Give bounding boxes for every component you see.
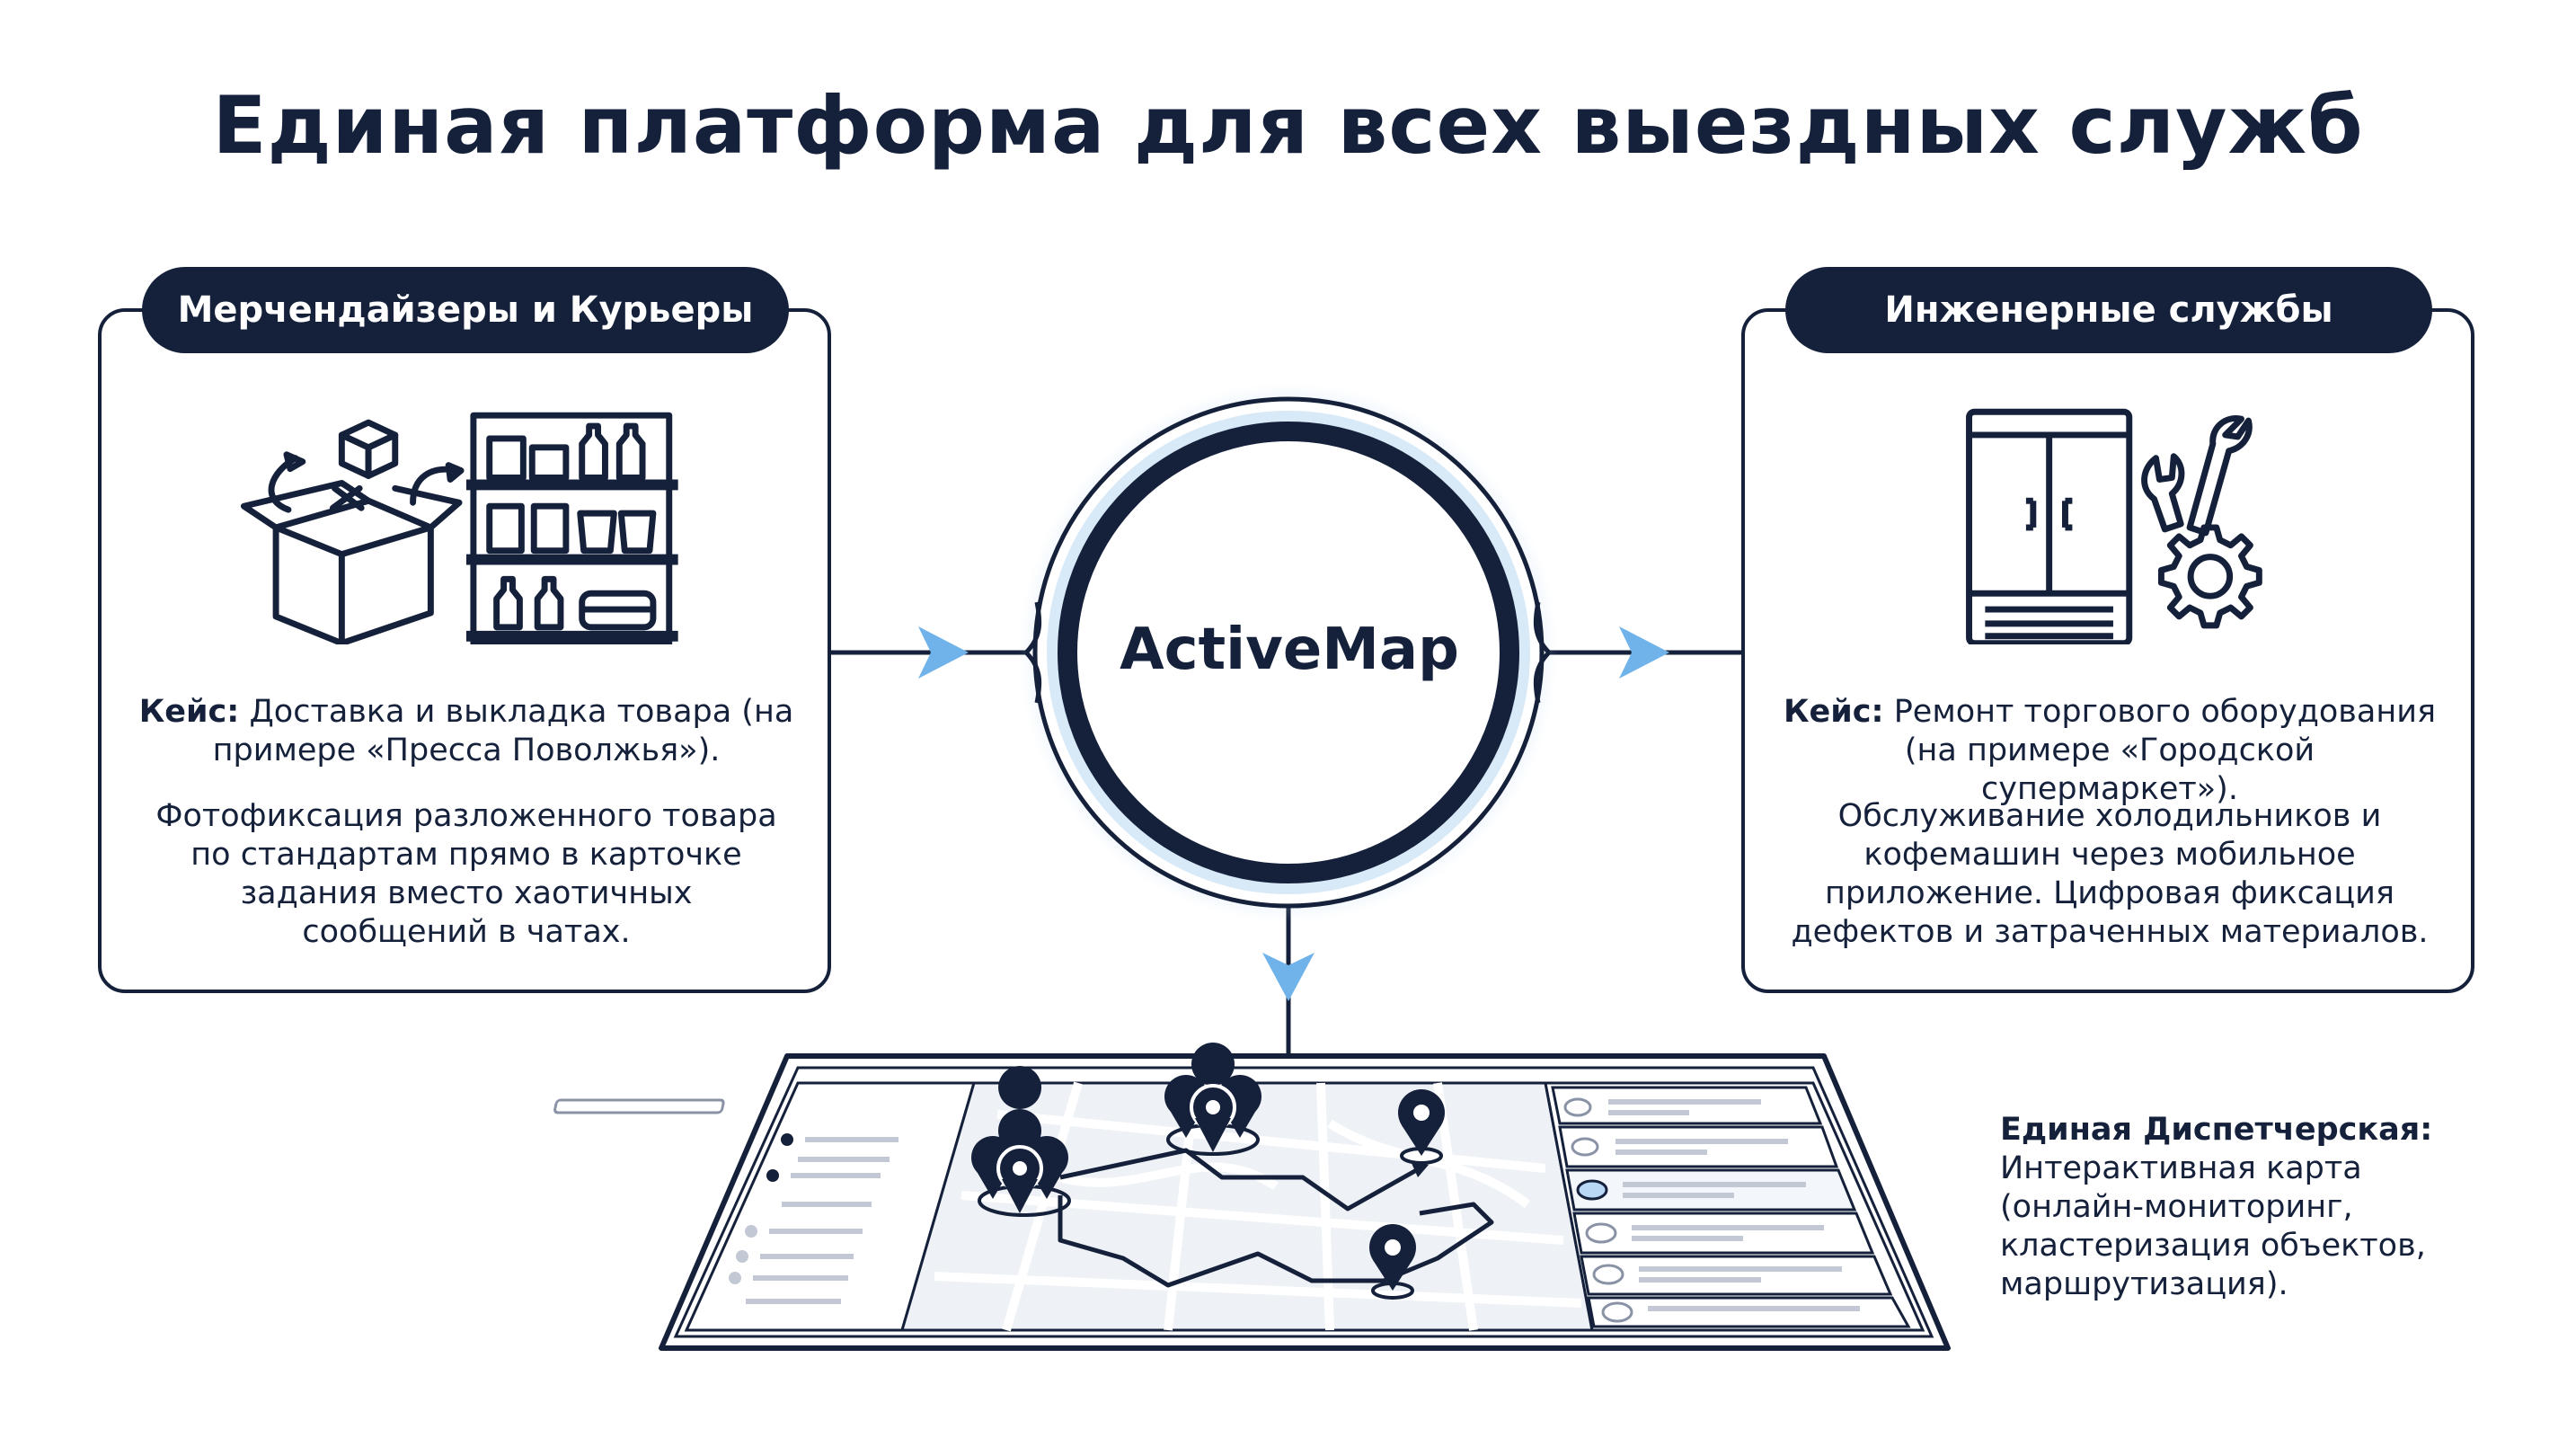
wrench-icon xyxy=(2141,415,2253,537)
dispatch-title: Единая Диспетчерская: xyxy=(2000,1112,2433,1148)
store-shelf-icon xyxy=(465,412,678,644)
gear-icon xyxy=(2157,524,2262,629)
card-header: Мерчендайзеры и Курьеры xyxy=(142,267,789,353)
refrigerator-icon xyxy=(1966,408,2133,644)
card-merchandisers: Мерчендайзеры и Курьеры xyxy=(98,267,831,993)
dispatch-caption: Единая Диспетчерская: Интерактивная карт… xyxy=(2000,1111,2503,1304)
card-header: Инженерные службы xyxy=(1785,267,2432,353)
map-tablet-icon xyxy=(553,1043,1951,1351)
arrow-down-icon xyxy=(1262,953,1315,1001)
open-box-icon xyxy=(240,419,465,644)
card-engineering: Инженерные службы Кейс: Ремонт торгового… xyxy=(1741,267,2474,993)
case-description: Фотофиксация разложенного товара по стан… xyxy=(155,798,777,950)
card-icons xyxy=(240,412,678,644)
arrow-right-icon xyxy=(918,626,969,679)
page-title: Единая платформа для всех выездных служб xyxy=(212,79,2364,172)
hub-label: ActiveMap xyxy=(1120,617,1459,683)
card-icons xyxy=(1966,408,2262,644)
case-text: Кейс: Доставка и выкладка товара (на при… xyxy=(138,694,794,768)
arrow-right-icon xyxy=(1619,626,1669,679)
dispatch-text: Интерактивная карта (онлайн-мониторинг, … xyxy=(2000,1150,2426,1302)
case-text: Кейс: Ремонт торгового оборудования (на … xyxy=(1783,694,2437,807)
case-description: Обслуживание холодильников и кофемашин ч… xyxy=(1791,798,2429,950)
activemap-hub xyxy=(1019,383,1558,922)
